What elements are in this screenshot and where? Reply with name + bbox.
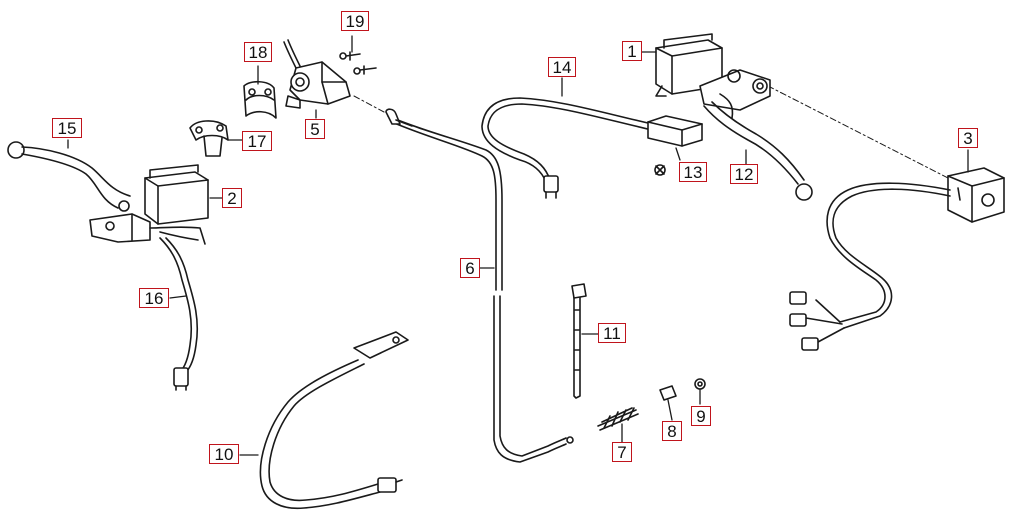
part-label-5: 5 (305, 119, 325, 139)
part-label-3: 3 (958, 128, 978, 148)
part-12-right-brake-lever (703, 93, 813, 201)
part-9-nut (694, 378, 706, 390)
part-label-6: 6 (460, 258, 480, 278)
part-8-fitting (659, 385, 677, 401)
part-label-9: 9 (691, 406, 711, 426)
part-label-16: 16 (139, 288, 169, 308)
part-label-2: 2 (222, 188, 242, 208)
part-label-18: 18 (244, 42, 272, 62)
part-label-13: 13 (679, 162, 707, 182)
part-label-11: 11 (598, 323, 626, 343)
part-18-clamp (243, 80, 277, 119)
part-7-spring (597, 407, 639, 431)
part-6-throttle-cable (385, 108, 574, 463)
part-10-cable (259, 331, 409, 510)
part-label-10: 10 (209, 444, 239, 464)
alignment-lines (353, 85, 949, 179)
part-16-brake-switch-wire (159, 237, 199, 391)
part-label-19: 19 (341, 11, 369, 31)
leader-lines (67, 35, 969, 456)
part-2-left-master-cylinder (89, 164, 209, 245)
part-14-wire-harness (481, 97, 653, 199)
part-label-7: 7 (612, 442, 632, 462)
part-3-right-switch-assembly (789, 167, 1005, 351)
part-11-cable-tie (571, 283, 587, 399)
part-label-14: 14 (548, 57, 576, 77)
part-13-switch-box (647, 115, 703, 176)
part-label-17: 17 (242, 131, 272, 151)
part-label-12: 12 (730, 164, 758, 184)
part-label-15: 15 (52, 118, 82, 138)
part-15-left-brake-lever (7, 141, 131, 209)
part-5-switch-housing (283, 39, 351, 109)
part-19-screws (339, 51, 377, 75)
part-17-clamp (189, 120, 229, 157)
part-1-right-master-cylinder (655, 33, 771, 111)
part-label-8: 8 (662, 421, 682, 441)
part-label-1: 1 (622, 41, 642, 61)
